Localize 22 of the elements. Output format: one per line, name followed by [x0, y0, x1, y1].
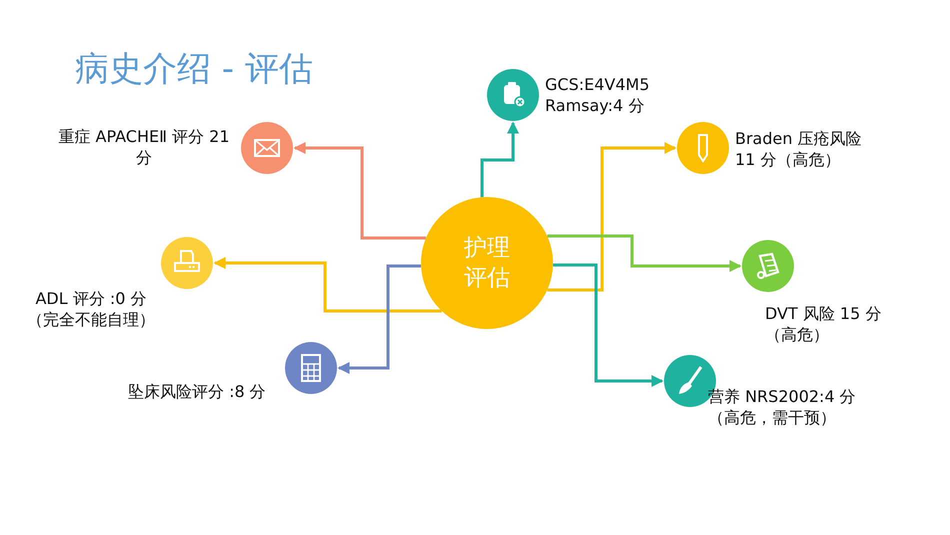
connector-arrow — [547, 234, 742, 272]
score-label: DVT 风险 15 分（高危） — [765, 303, 882, 345]
icon-circle — [285, 342, 337, 394]
connector-arrow — [294, 142, 426, 240]
icon-circle — [161, 237, 213, 289]
score-label: ADL 评分 :0 分（完全不能自理） — [26, 288, 156, 330]
score-label: 坠床风险评分 :8 分 — [128, 381, 267, 402]
score-label: 营养 NRS2002:4 分（高危，需干预） — [708, 386, 857, 428]
connector-arrow — [552, 264, 664, 387]
connector-arrow — [214, 257, 442, 312]
connector-arrow — [338, 264, 422, 374]
icon-circle — [241, 122, 293, 174]
icon-circle — [742, 240, 794, 292]
score-label: Braden 压疮风险 11 分（高危） — [735, 128, 863, 170]
slide-title: 病史介绍 - 评估 — [75, 48, 313, 91]
icon-circle — [487, 69, 539, 121]
score-label: GCS:E4V4M5 Ramsay:4 分 — [545, 74, 651, 116]
center-label: 护理评估 — [463, 234, 511, 293]
connector-arrow — [547, 142, 676, 292]
icon-circle — [677, 122, 729, 174]
score-label: 重症 APACHEⅡ 评分 21 分 — [58, 126, 230, 168]
connector-arrow — [480, 122, 519, 198]
